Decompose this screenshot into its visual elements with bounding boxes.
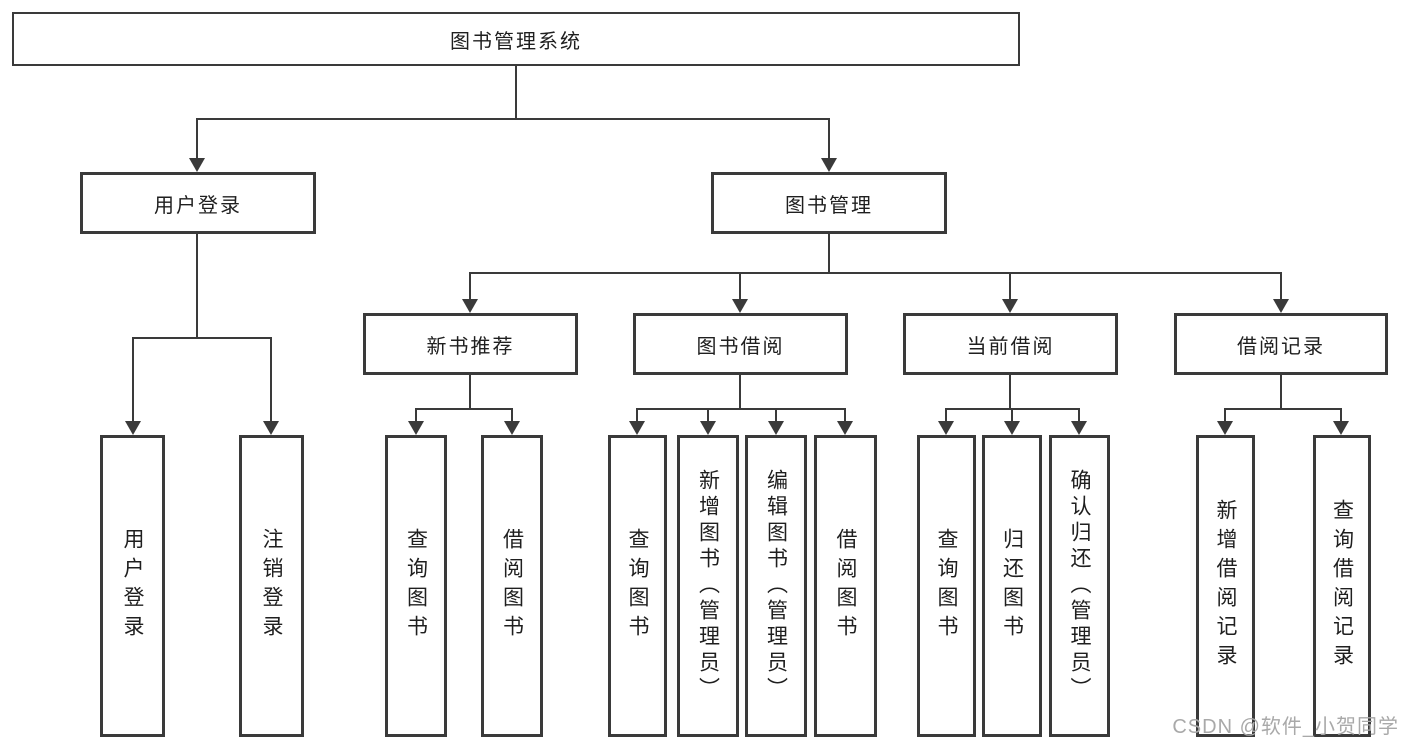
- node-book-management: 图书管理: [711, 172, 947, 234]
- leaf-cb-confirm-return-label: 确认归还（管理员）: [1068, 469, 1091, 703]
- connector-line: [1009, 272, 1011, 299]
- arrow-down-icon: [821, 158, 837, 172]
- leaf-bb-edit-books: 编辑图书（管理员）: [745, 435, 807, 737]
- leaf-cb-confirm-return: 确认归还（管理员）: [1049, 435, 1110, 737]
- leaf-br-query-record-label: 查询借阅记录: [1330, 499, 1354, 673]
- arrow-down-icon: [1004, 421, 1020, 435]
- arrow-down-icon: [1217, 421, 1233, 435]
- connector-line: [945, 408, 947, 421]
- leaf-cb-return-books-label: 归还图书: [1000, 528, 1024, 644]
- arrow-down-icon: [768, 421, 784, 435]
- leaf-logout-label: 注销登录: [260, 528, 283, 644]
- leaf-br-add-record-label: 新增借阅记录: [1214, 499, 1237, 673]
- connector-line: [270, 337, 272, 421]
- arrow-down-icon: [189, 158, 205, 172]
- connector-line: [1280, 272, 1282, 299]
- leaf-logout: 注销登录: [239, 435, 304, 737]
- connector-line: [1280, 375, 1282, 410]
- connector-line: [469, 272, 471, 299]
- connector-line: [469, 375, 471, 410]
- leaf-bb-edit-books-label: 编辑图书（管理员）: [764, 469, 788, 703]
- connector-line: [1224, 408, 1342, 410]
- leaf-nbr-borrow-books-label: 借阅图书: [500, 528, 524, 644]
- connector-line: [1009, 375, 1011, 410]
- node-new-book-recommend: 新书推荐: [363, 313, 578, 375]
- arrow-down-icon: [732, 299, 748, 313]
- node-user-login: 用户登录: [80, 172, 316, 234]
- arrow-down-icon: [408, 421, 424, 435]
- leaf-nbr-query-books: 查询图书: [385, 435, 447, 737]
- node-borrowing-records: 借阅记录: [1174, 313, 1388, 375]
- connector-line: [196, 234, 198, 339]
- arrow-down-icon: [837, 421, 853, 435]
- csdn-watermark: CSDN @软件_小贺同学: [1172, 716, 1399, 738]
- arrow-down-icon: [1273, 299, 1289, 313]
- connector-line: [1340, 408, 1342, 421]
- leaf-bb-add-books: 新增图书（管理员）: [677, 435, 739, 737]
- leaf-cb-query-books: 查询图书: [917, 435, 976, 737]
- arrow-down-icon: [1071, 421, 1087, 435]
- connector-line: [707, 408, 709, 421]
- connector-line: [828, 118, 830, 158]
- connector-line: [415, 408, 417, 421]
- arrow-down-icon: [629, 421, 645, 435]
- connector-line: [511, 408, 513, 421]
- arrow-down-icon: [504, 421, 520, 435]
- connector-line: [196, 118, 830, 120]
- connector-line: [515, 66, 517, 118]
- leaf-bb-borrow-books-label: 借阅图书: [834, 528, 857, 644]
- connector-line: [415, 408, 513, 410]
- arrow-down-icon: [462, 299, 478, 313]
- connector-line: [1078, 408, 1080, 421]
- connector-line: [739, 375, 741, 410]
- arrow-down-icon: [1002, 299, 1018, 313]
- node-current-borrowing: 当前借阅: [903, 313, 1118, 375]
- arrow-down-icon: [700, 421, 716, 435]
- arrow-down-icon: [938, 421, 954, 435]
- connector-line: [196, 118, 198, 158]
- leaf-bb-borrow-books: 借阅图书: [814, 435, 877, 737]
- leaf-bb-query-books: 查询图书: [608, 435, 667, 737]
- connector-line: [1224, 408, 1226, 421]
- leaf-nbr-borrow-books: 借阅图书: [481, 435, 543, 737]
- leaf-br-query-record: 查询借阅记录: [1313, 435, 1371, 737]
- arrow-down-icon: [125, 421, 141, 435]
- leaf-bb-query-books-label: 查询图书: [626, 528, 649, 644]
- leaf-cb-return-books: 归还图书: [982, 435, 1042, 737]
- leaf-bb-add-books-label: 新增图书（管理员）: [696, 469, 720, 703]
- connector-line: [132, 337, 272, 339]
- leaf-br-add-record: 新增借阅记录: [1196, 435, 1255, 737]
- connector-line: [636, 408, 638, 421]
- connector-line: [844, 408, 846, 421]
- leaf-user-login-label: 用户登录: [121, 528, 144, 644]
- leaf-user-login: 用户登录: [100, 435, 165, 737]
- connector-line: [469, 272, 1282, 274]
- arrow-down-icon: [263, 421, 279, 435]
- leaf-cb-query-books-label: 查询图书: [935, 528, 958, 644]
- arrow-down-icon: [1333, 421, 1349, 435]
- connector-line: [775, 408, 777, 421]
- connector-line: [132, 337, 134, 421]
- connector-line: [636, 408, 846, 410]
- connector-line: [1011, 408, 1013, 421]
- node-book-borrowing: 图书借阅: [633, 313, 848, 375]
- leaf-nbr-query-books-label: 查询图书: [404, 528, 428, 644]
- connector-line: [739, 272, 741, 299]
- node-root: 图书管理系统: [12, 12, 1020, 66]
- connector-line: [828, 234, 830, 274]
